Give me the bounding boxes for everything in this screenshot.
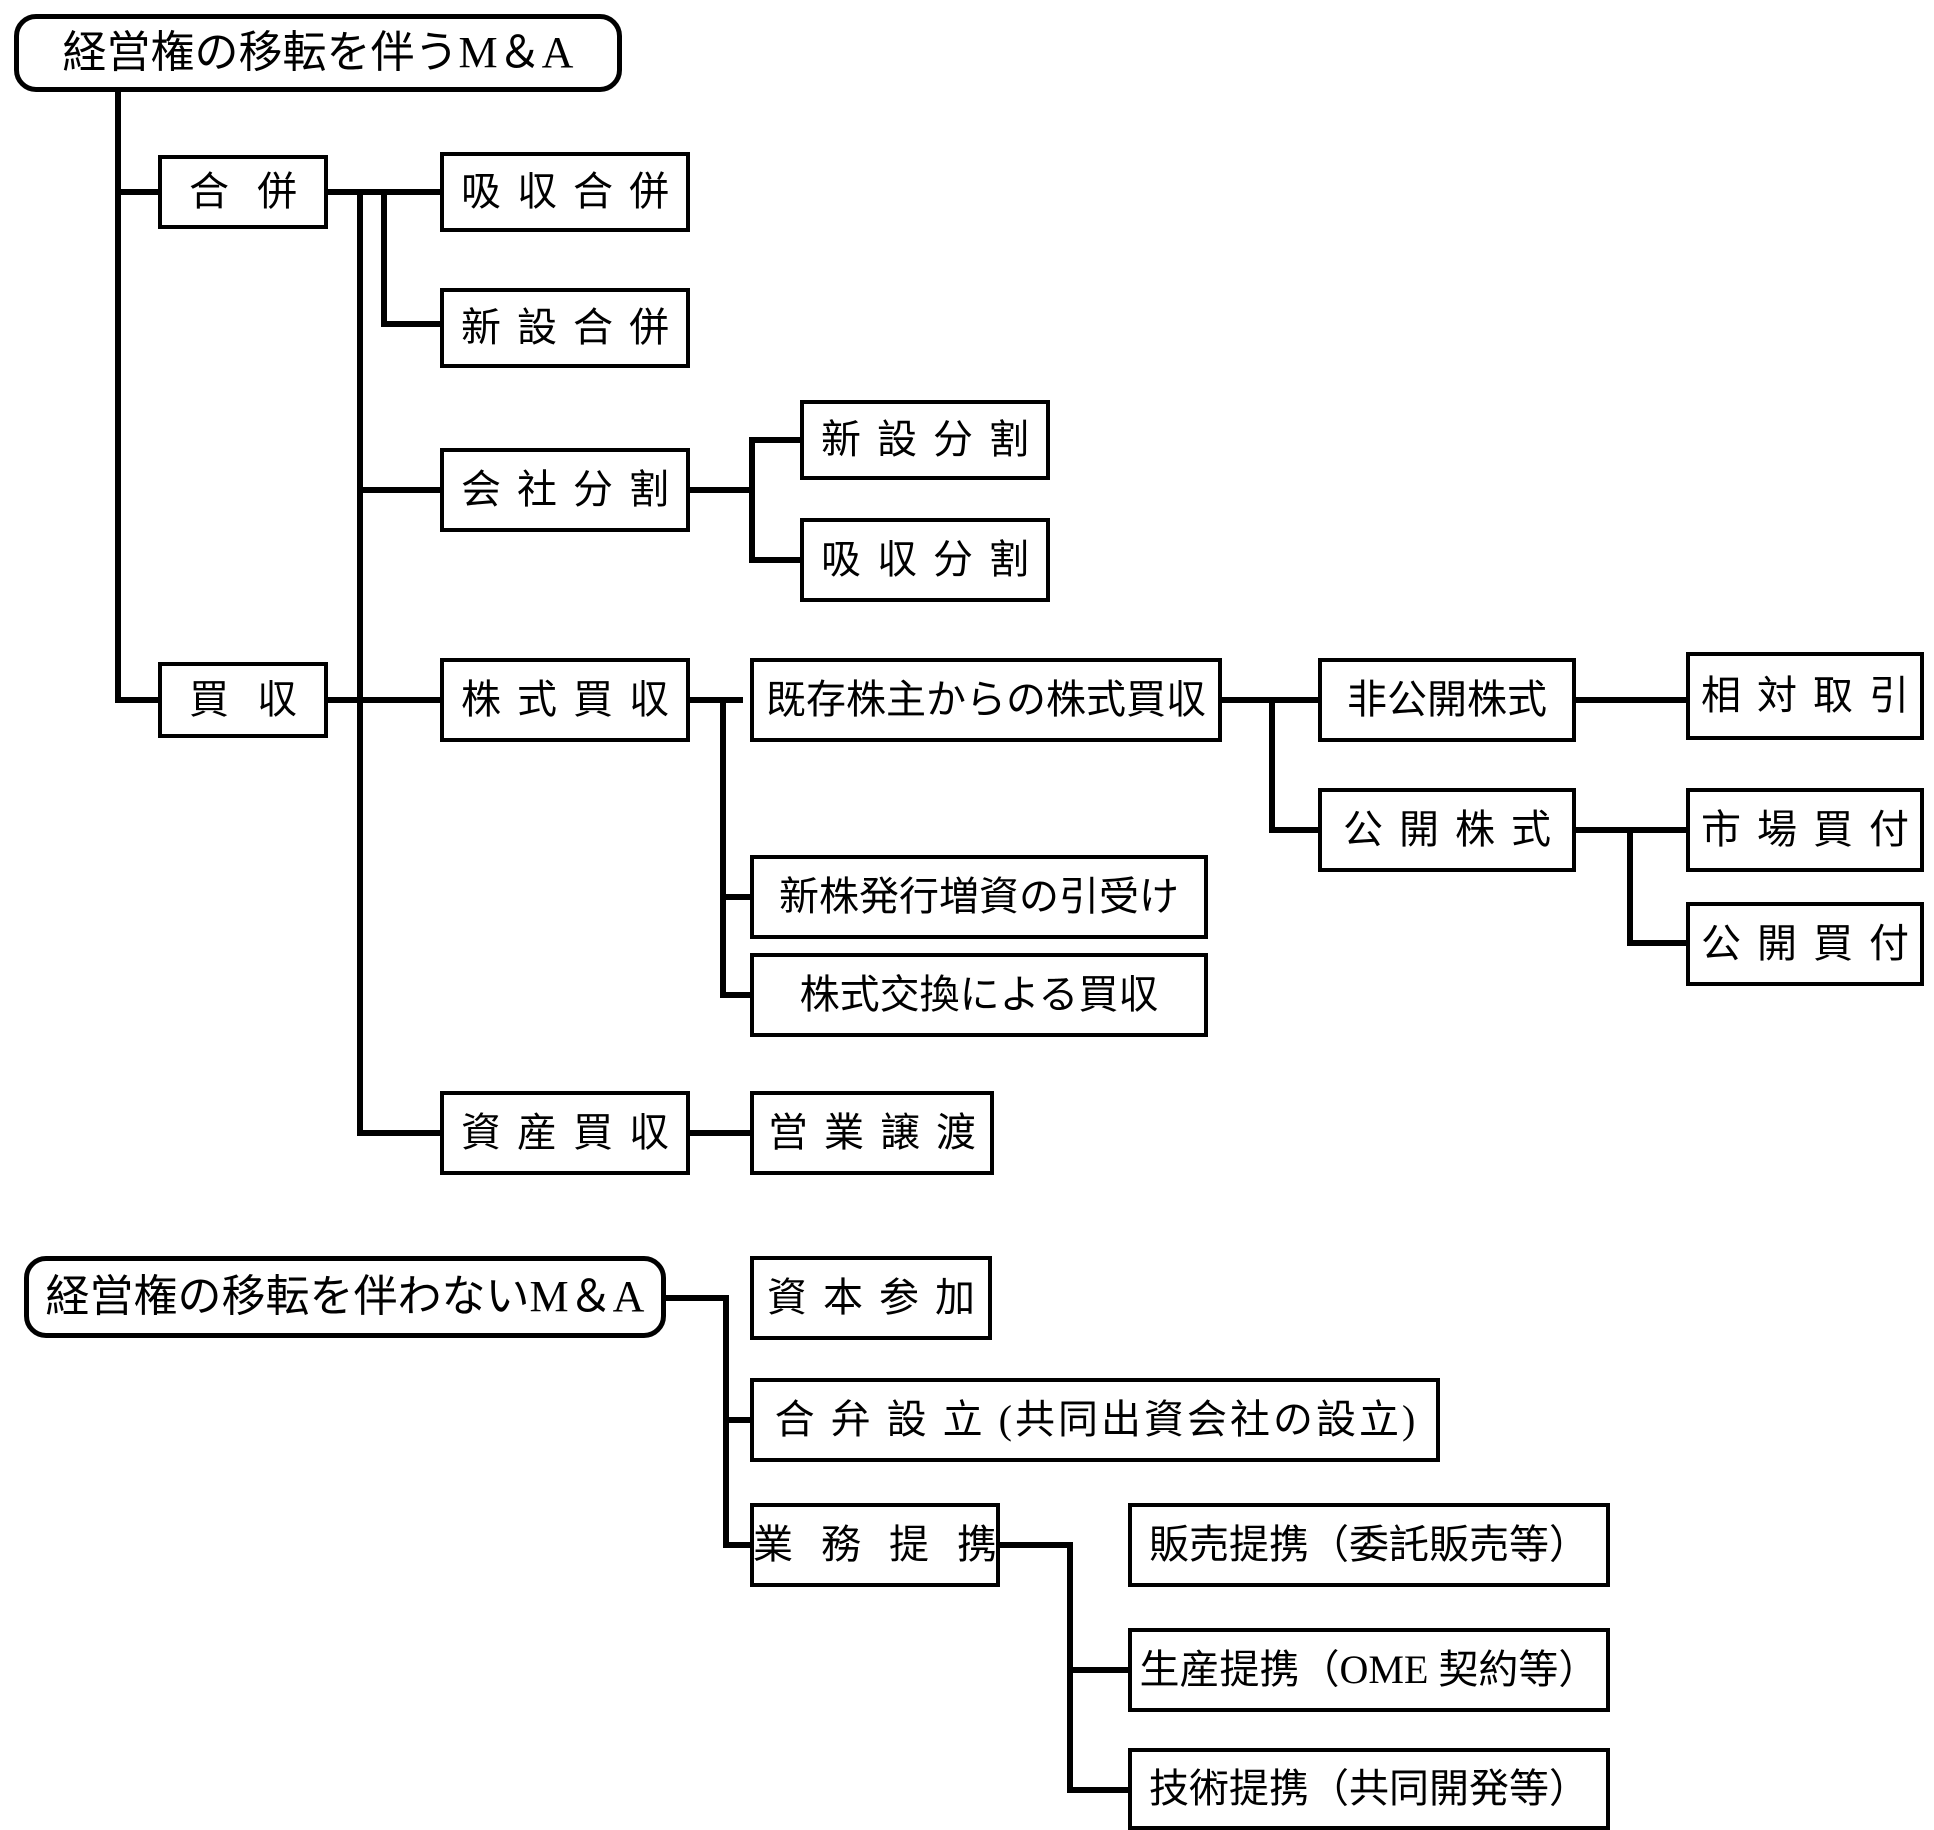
node-root-top[interactable]: 経営権の移転を伴うM＆A <box>14 14 622 92</box>
node-market-purchase[interactable]: 市 場 買 付 <box>1686 788 1924 872</box>
node-split-new[interactable]: 新 設 分 割 <box>800 400 1050 480</box>
node-production-alliance[interactable]: 生産提携（OME 契約等） <box>1128 1628 1610 1712</box>
node-tender-offer[interactable]: 公 開 買 付 <box>1686 902 1924 986</box>
node-joint-venture[interactable]: 合 弁 設 立 (共同出資会社の設立) <box>750 1378 1440 1462</box>
node-merger-new[interactable]: 新 設 合 併 <box>440 288 690 368</box>
node-business-transfer[interactable]: 営 業 譲 渡 <box>750 1091 994 1175</box>
node-business-alliance[interactable]: 業 務 提 携 <box>750 1503 1000 1587</box>
node-public-stock[interactable]: 公 開 株 式 <box>1318 788 1576 872</box>
node-share-exchange[interactable]: 株式交換による買収 <box>750 953 1208 1037</box>
node-asset-acquisition[interactable]: 資 産 買 収 <box>440 1091 690 1175</box>
node-split-absorption[interactable]: 吸 収 分 割 <box>800 518 1050 602</box>
node-sales-alliance[interactable]: 販売提携（委託販売等） <box>1128 1503 1610 1587</box>
node-merger[interactable]: 合 併 <box>158 155 328 229</box>
node-from-existing-shareholders[interactable]: 既存株主からの株式買収 <box>750 658 1222 742</box>
node-merger-absorption[interactable]: 吸 収 合 併 <box>440 152 690 232</box>
node-company-split[interactable]: 会 社 分 割 <box>440 448 690 532</box>
node-private-stock[interactable]: 非公開株式 <box>1318 658 1576 742</box>
node-negotiated-transaction[interactable]: 相 対 取 引 <box>1686 652 1924 740</box>
node-acquisition[interactable]: 買 収 <box>158 662 328 738</box>
node-new-share-issue[interactable]: 新株発行増資の引受け <box>750 855 1208 939</box>
node-stock-acquisition[interactable]: 株 式 買 収 <box>440 658 690 742</box>
node-capital-participation[interactable]: 資 本 参 加 <box>750 1256 992 1340</box>
node-root-bottom[interactable]: 経営権の移転を伴わないM＆A <box>24 1256 666 1338</box>
node-technology-alliance[interactable]: 技術提携（共同開発等） <box>1128 1748 1610 1830</box>
